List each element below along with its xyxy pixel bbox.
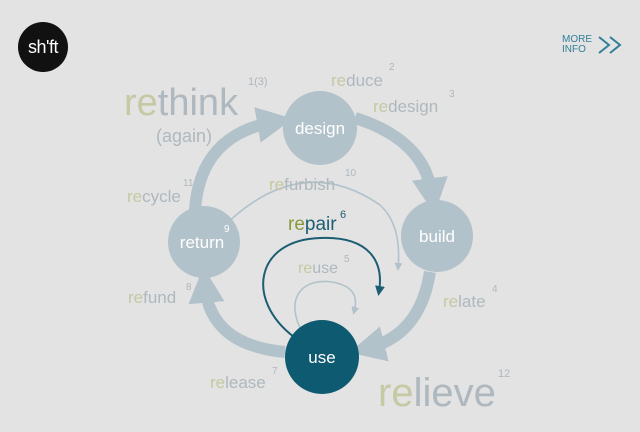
arrow-return-design [189,107,293,211]
refurbish-rest: furbish [284,175,336,194]
word-again: (again) [156,126,213,146]
logo-text: sh'ft [28,36,58,57]
redesign-rest: design [388,97,439,116]
release-number: 7 [272,366,278,377]
double-chevron-right-icon [598,36,622,54]
reuse-rest: use [312,260,339,277]
rethink-rest: think [157,82,239,124]
more-info-button[interactable]: MORE INFO [562,35,626,55]
redesign-number: 3 [449,89,455,100]
release-rest: lease [225,373,266,392]
more-info-line2: INFO [562,44,586,55]
arrow-reuse [294,280,360,329]
node-return-label: return [180,233,224,252]
arrow-repair [262,236,385,338]
relate-rest: late [458,292,486,311]
word-rethink[interactable]: rethink [124,82,238,125]
word-relate[interactable]: relate [443,292,486,312]
node-use-label: use [308,348,335,367]
relate-prefix: re [443,292,459,311]
refurbish-number: 10 [345,168,357,179]
reuse-prefix: re [298,260,313,277]
word-refurbish[interactable]: refurbish [269,175,335,195]
recycle-prefix: re [127,187,143,206]
node-use[interactable]: use [285,320,359,394]
node-build[interactable]: build [401,200,473,272]
refund-number: 8 [186,282,192,293]
repair-prefix: re [288,214,305,235]
node-build-label: build [419,227,455,246]
shift-logo[interactable]: sh'ft [18,22,68,72]
reduce-prefix: re [331,71,347,90]
arrow-design-build [353,112,448,215]
refund-rest: fund [143,288,177,307]
reduce-number: 2 [389,62,395,73]
relieve-prefix: re [378,371,414,415]
word-repair[interactable]: repair [288,214,337,236]
word-redesign[interactable]: redesign [373,97,438,117]
word-release[interactable]: release [210,373,266,393]
node-design[interactable]: design [283,91,357,165]
word-reuse[interactable]: reuse [298,260,338,278]
node-return[interactable]: return [168,206,240,278]
release-prefix: re [210,373,226,392]
recycle-rest: cycle [142,187,181,206]
reduce-rest: duce [346,71,383,90]
word-refund[interactable]: refund [128,288,176,308]
word-recycle[interactable]: recycle [127,187,181,207]
relieve-number: 12 [498,368,511,380]
refund-prefix: re [128,288,144,307]
rethink-prefix: re [124,82,158,124]
arrow-use-return [188,266,286,358]
word-relieve[interactable]: relieve [378,371,496,416]
relieve-rest: lieve [413,371,496,415]
repair-number: 6 [340,209,347,221]
node-design-label: design [295,119,345,138]
recycle-number: 11 [183,178,194,189]
more-info-line1: MORE [562,34,592,45]
word-reduce[interactable]: reduce [331,71,383,91]
reuse-number: 5 [344,254,350,265]
relate-number: 4 [492,284,498,295]
arrow-refurbish [221,181,403,271]
rethink-number: 1(3) [248,76,268,88]
redesign-prefix: re [373,97,389,116]
return-number: 9 [224,224,230,235]
refurbish-prefix: re [269,175,285,194]
arrow-build-use [349,270,436,362]
repair-rest: pair [304,214,337,235]
